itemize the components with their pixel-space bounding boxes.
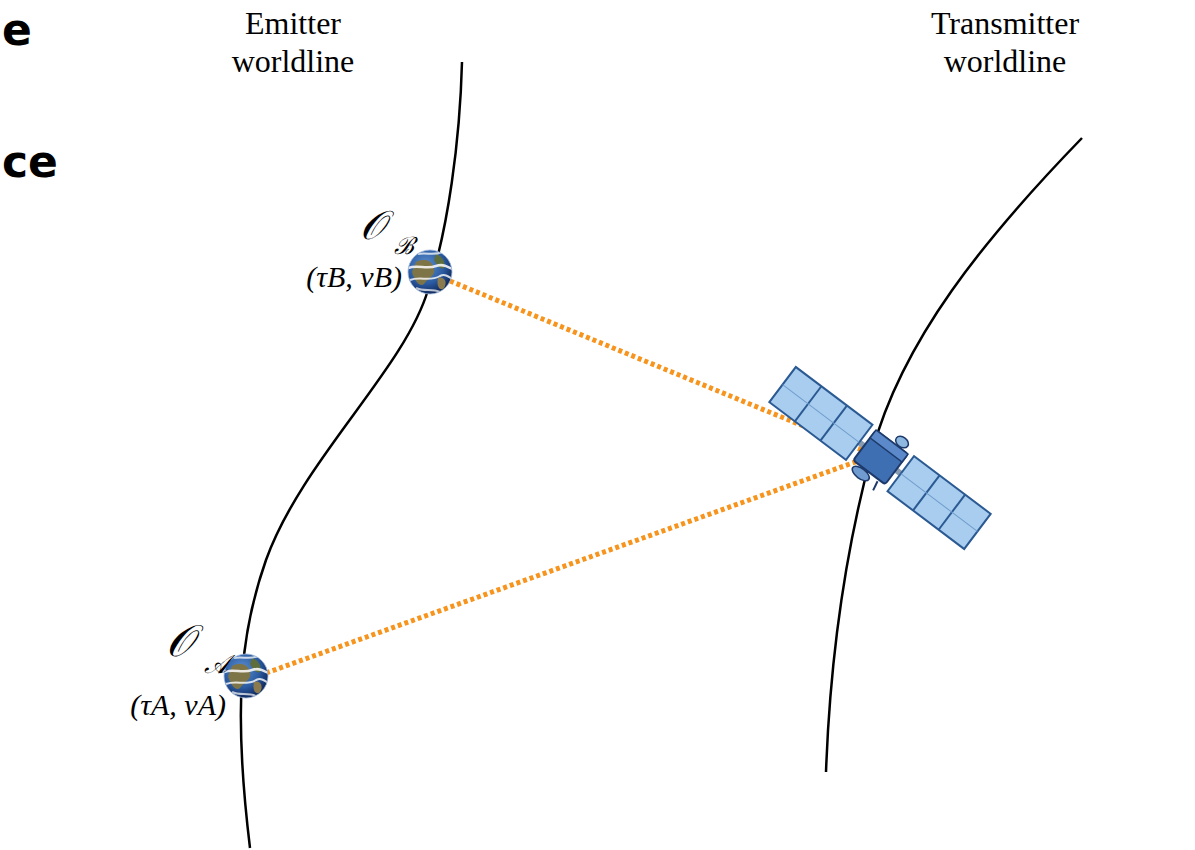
observer-subscript: 𝒜 (204, 652, 229, 678)
signal-line (266, 456, 872, 673)
slide-text-fragment: e (2, 8, 32, 52)
event-coordinates: (τA, νA) (130, 690, 226, 720)
emitter-worldline (241, 62, 462, 848)
earth-icon (408, 250, 454, 294)
earth-icon (224, 654, 270, 698)
satellite-icon (765, 360, 997, 556)
observer-symbol: 𝒪 (166, 620, 194, 664)
worldline-label: Emitter worldline (203, 4, 383, 81)
observer-subscript: ℬ (394, 234, 414, 258)
observer-symbol: 𝒪 (360, 206, 385, 246)
worldline-label: Transmitter worldline (900, 4, 1110, 81)
transmitter-worldline (826, 138, 1082, 772)
event-coordinates: (τB, νB) (306, 262, 402, 292)
slide-text-fragment: ce (2, 140, 58, 184)
